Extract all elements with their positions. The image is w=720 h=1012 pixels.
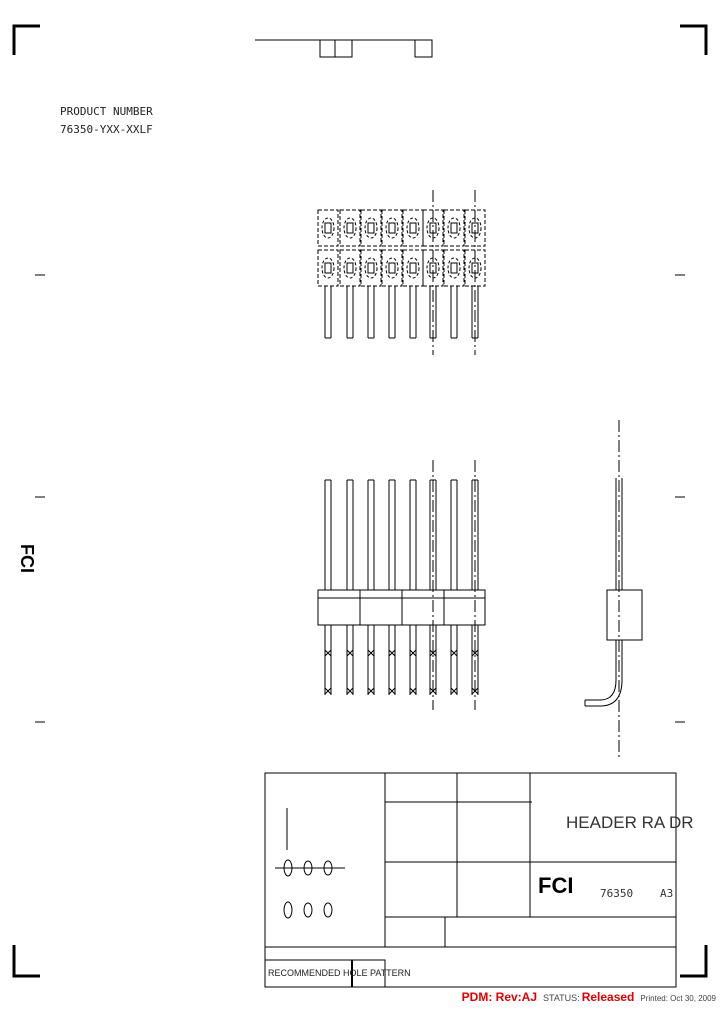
pin-section [450, 262, 458, 274]
status-label: STATUS: [543, 993, 580, 1003]
pin-section [324, 222, 332, 234]
lower-pin [324, 625, 332, 695]
upper-pin [388, 479, 396, 590]
contact-outline [406, 217, 420, 239]
pin-marker [429, 649, 437, 695]
product-number-label: PRODUCT NUMBER [60, 105, 153, 118]
status-group: STATUS: Released [543, 990, 634, 1004]
pin-tail [409, 286, 417, 339]
front-view [317, 190, 486, 355]
contact-cell [360, 249, 382, 287]
fci-logo: FCI [538, 873, 574, 898]
pin-section [409, 222, 417, 234]
upper-pin [409, 479, 417, 590]
drawing-title: HEADER RA DR [566, 813, 694, 832]
contact-outline [385, 217, 399, 239]
contact-cell [360, 209, 382, 247]
hole-pattern-sketch [275, 808, 345, 919]
pin-tail [450, 286, 458, 339]
pin-section [324, 262, 332, 274]
lower-pin [450, 625, 458, 695]
pin-section [388, 262, 396, 274]
pin-marker [324, 649, 332, 695]
end-view [584, 420, 643, 760]
upper-pin [450, 479, 458, 590]
left-margin-ticks [35, 274, 685, 723]
contact-outline [343, 217, 357, 239]
contact-cell [443, 209, 465, 247]
contact-outline [321, 257, 335, 279]
upper-pin [367, 479, 375, 590]
contact-outline [447, 217, 461, 239]
lower-pin [367, 625, 375, 695]
corner-marks [12, 24, 708, 978]
printed-date: Printed: Oct 30, 2009 [640, 994, 716, 1003]
pin-marker [409, 649, 417, 695]
pin-tail [367, 286, 375, 339]
pin-marker [388, 649, 396, 695]
lower-pin [346, 625, 354, 695]
pin-section [409, 262, 417, 274]
upper-pin [324, 479, 332, 590]
contact-outline [343, 257, 357, 279]
lower-pin [409, 625, 417, 695]
product-number-value: 76350-YXX-XXLF [60, 123, 153, 136]
side-view [317, 460, 486, 710]
pin-tail [388, 286, 396, 339]
contact-cell [402, 249, 424, 287]
contact-cell [339, 249, 361, 287]
status-value: Released [581, 990, 635, 1004]
contact-cell [443, 249, 465, 287]
contact-cell [381, 209, 403, 247]
pin-marker [367, 649, 375, 695]
contact-outline [406, 257, 420, 279]
pdm-revision: PDM: Rev:AJ [461, 990, 538, 1004]
contact-cell [381, 249, 403, 287]
housing-details [318, 590, 485, 625]
contact-outline [364, 257, 378, 279]
contact-outline [447, 257, 461, 279]
sheet-size: A3 [660, 887, 674, 900]
contact-cell [317, 209, 339, 247]
upper-pin [346, 479, 354, 590]
pin-marker [450, 649, 458, 695]
status-bar: PDM: Rev:AJ STATUS: Released Printed: Oc… [462, 990, 716, 1004]
contact-cell [339, 209, 361, 247]
part-number: 76350 [600, 887, 634, 900]
lower-pin [429, 625, 437, 695]
pin-section [388, 222, 396, 234]
contact-outline [321, 217, 335, 239]
pin-section [367, 262, 375, 274]
pin-section [450, 222, 458, 234]
pin-section [346, 262, 354, 274]
pin-marker [346, 649, 354, 695]
pin-tail [324, 286, 332, 339]
hole-pattern-label: RECOMMENDED HOLE PATTERN [268, 968, 411, 978]
title-block-frame [264, 772, 677, 988]
pin-tail [346, 286, 354, 339]
lower-pin [388, 625, 396, 695]
pin-marker [471, 649, 479, 695]
lower-pin [471, 625, 479, 695]
top-revision-strip [255, 39, 433, 58]
pin-section [367, 222, 375, 234]
contact-cell [317, 249, 339, 287]
fci-side-logo: FCI [17, 544, 37, 573]
pin-section [346, 222, 354, 234]
contact-outline [364, 217, 378, 239]
contact-cell [402, 209, 424, 247]
contact-outline [385, 257, 399, 279]
